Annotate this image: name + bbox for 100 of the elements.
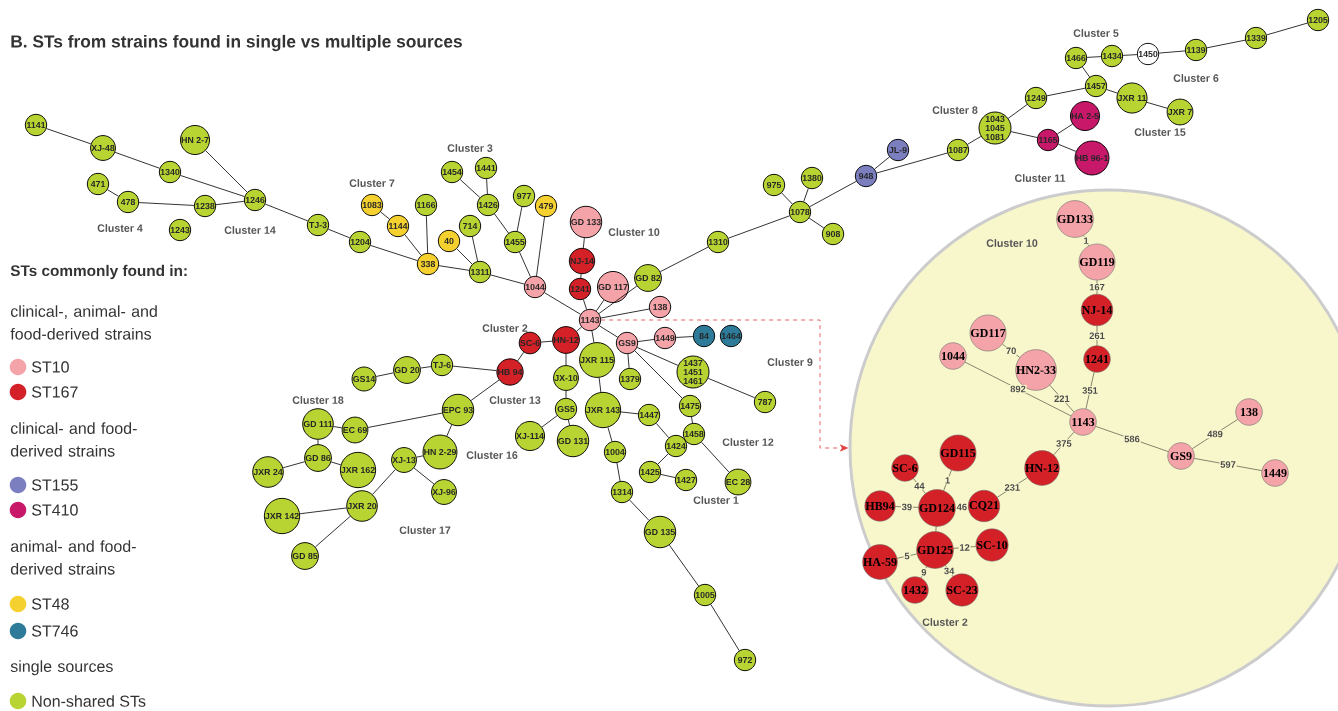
st-node: HN-12: [1024, 450, 1060, 486]
st-node: SC-10: [975, 528, 1009, 562]
cluster-label: Cluster 1: [693, 496, 739, 504]
edge-label: 1: [1082, 236, 1090, 245]
st-node: 1441: [474, 156, 498, 180]
st-node: HN-12: [552, 326, 580, 354]
st-node: JXR 142: [263, 497, 301, 535]
cluster-label: Cluster 3: [447, 144, 493, 152]
st-node: SC-6: [891, 454, 919, 482]
st-node: 1246: [243, 188, 267, 212]
st-node: XJ-114: [515, 421, 546, 452]
st-node: JXR 115: [579, 342, 615, 378]
st-node: JXR 7: [1166, 98, 1194, 126]
st-node: NJ-14: [568, 247, 596, 275]
edge-line: [370, 245, 418, 261]
st-node: JX-10: [553, 365, 579, 391]
edge-line: [544, 292, 581, 315]
st-node: 1427: [674, 468, 698, 492]
edge-line: [728, 215, 790, 239]
st-node: HA-59: [862, 544, 898, 580]
edge-label: 375: [1055, 439, 1073, 448]
edge-label: 261: [1088, 331, 1106, 340]
edge-label: 167: [1088, 283, 1106, 292]
st-node: GD 131: [556, 424, 590, 458]
cluster-label: Cluster 10: [608, 228, 660, 236]
st-node: 1310: [706, 230, 730, 254]
st-node: GS9: [1167, 442, 1195, 470]
edge-line: [576, 326, 582, 332]
edge-line: [138, 202, 195, 206]
cluster-label: Cluster 6: [1173, 74, 1219, 82]
st-node: SC-23: [945, 573, 979, 607]
st-node: 1449: [653, 326, 677, 350]
st-node: 1087: [946, 138, 970, 162]
edge-line: [1086, 56, 1102, 58]
edge-line: [516, 206, 523, 232]
cluster-label: Cluster 18: [292, 396, 344, 404]
edge-label: 70: [1005, 346, 1018, 355]
edge-line: [701, 441, 730, 473]
st-node: JL-9: [886, 138, 910, 162]
st-node: SC-6: [518, 331, 542, 355]
st-node: GD 20: [393, 356, 421, 384]
cluster-label: Cluster 12: [722, 438, 774, 446]
edge-line: [655, 423, 670, 438]
st-node: 138: [1235, 398, 1263, 426]
st-node: XJ-13: [391, 447, 417, 473]
st-node: 1447: [637, 403, 661, 427]
edge-line: [299, 507, 347, 515]
edge-line: [315, 516, 351, 548]
legend-heading: STs commonly found in:: [10, 264, 187, 280]
edge-label: 221: [1053, 394, 1071, 403]
edge-line: [541, 415, 558, 428]
cluster-label: Cluster 13: [489, 396, 541, 404]
edge-label: 351: [1081, 386, 1099, 395]
edge-line: [1158, 50, 1186, 54]
edge-line: [1096, 325, 1098, 346]
st-node: EC 28: [724, 468, 752, 496]
st-node: 1454: [440, 160, 464, 184]
st-node: 84: [692, 324, 716, 348]
st-node: GD 135: [643, 515, 677, 549]
edge-line: [598, 285, 638, 314]
edge-line: [659, 246, 709, 273]
st-node: 1249: [1024, 86, 1048, 110]
st-node: 975: [762, 173, 786, 197]
legend-group-label: clinical- and food-derived strains: [10, 422, 137, 457]
edge-line: [568, 419, 570, 426]
st-node: 479: [534, 194, 558, 218]
edge-label: 892: [1009, 384, 1027, 394]
edge-label: 231: [1003, 483, 1021, 492]
edge-line: [264, 203, 309, 222]
legend-label: ST410: [32, 504, 78, 516]
title: B. STs from strains found in single vs multiple sources: [11, 34, 462, 52]
edge-line: [416, 455, 424, 458]
edge-label: 9: [920, 568, 928, 577]
edge-line: [1049, 385, 1075, 413]
edge-line: [1206, 39, 1246, 49]
edge-label: 489: [1206, 429, 1224, 439]
st-node: 1425: [638, 460, 662, 484]
st-node: HB94: [864, 490, 896, 522]
edge-line: [657, 453, 669, 465]
st-node: 471: [86, 172, 110, 196]
cluster-label: Cluster 2: [922, 618, 968, 626]
edge-line: [1122, 54, 1138, 56]
st-node: GD119: [1078, 243, 1116, 281]
edge-label: 46: [955, 502, 968, 512]
st-node: 1204: [348, 230, 372, 254]
edge-line: [486, 178, 488, 195]
st-node: JXR 143: [584, 391, 622, 429]
edge-line: [997, 477, 1028, 498]
st-node: GD 111: [302, 408, 334, 440]
edge-line: [600, 308, 650, 319]
edge-line: [330, 461, 342, 466]
st-node: 1241: [568, 277, 592, 301]
edge-line: [707, 377, 756, 399]
st-node: EPC 93: [441, 393, 475, 427]
cluster-label: Cluster 7: [349, 179, 395, 187]
st-node: GD124: [918, 489, 956, 527]
st-node: JXR 20: [346, 490, 378, 522]
edge-line: [1046, 87, 1086, 97]
edge-line: [114, 151, 160, 169]
edge-line: [808, 217, 825, 229]
